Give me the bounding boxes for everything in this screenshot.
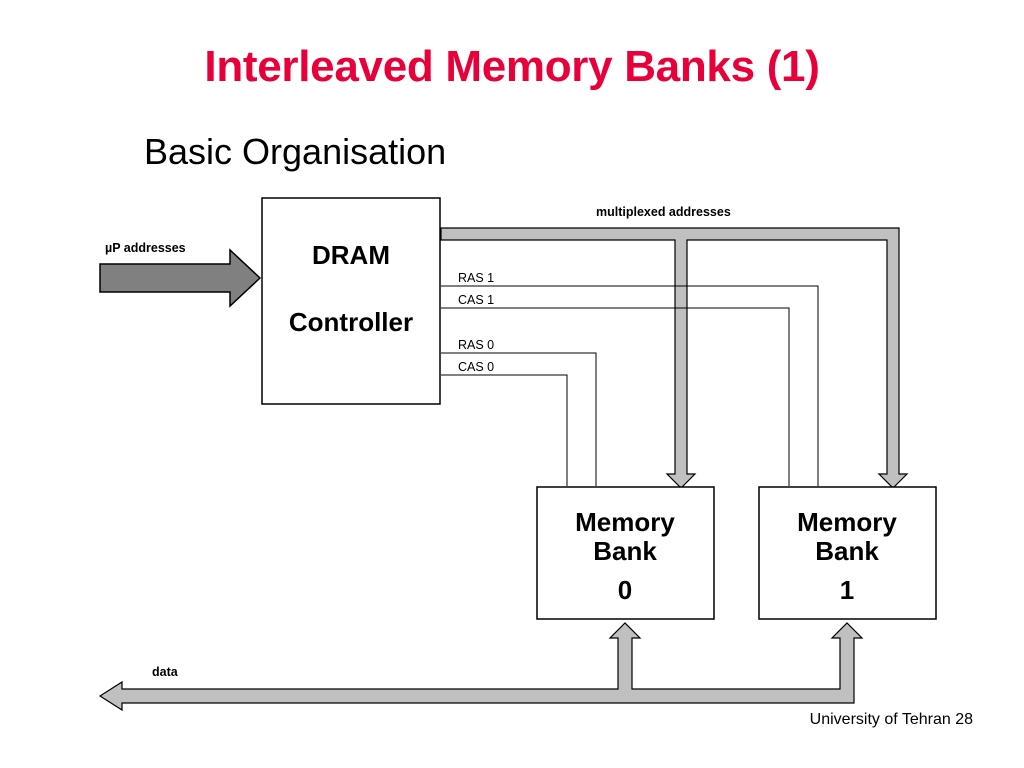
dram-controller-line2: Controller bbox=[289, 307, 413, 337]
ras0-label: RAS 0 bbox=[458, 338, 494, 352]
multiplexed-addresses-label: multiplexed addresses bbox=[596, 205, 731, 219]
cas0-line bbox=[441, 374, 568, 486]
ras1-line bbox=[441, 285, 819, 486]
multiplexed-address-bus bbox=[440, 227, 909, 489]
memory-bank-0-box bbox=[536, 486, 715, 620]
cas1-line bbox=[441, 307, 790, 486]
memory-bank-0-line1: Memory bbox=[575, 507, 675, 537]
data-label: data bbox=[152, 665, 179, 679]
memory-bank-1-line1: Memory bbox=[797, 507, 897, 537]
slide-footer: University of Tehran 28 bbox=[809, 711, 973, 728]
dram-controller-box bbox=[261, 197, 441, 405]
data-bus bbox=[98, 622, 864, 712]
cas1-label: CAS 1 bbox=[458, 293, 494, 307]
slide-subtitle: Basic Organisation bbox=[144, 131, 447, 172]
memory-bank-1-line2: Bank bbox=[815, 536, 879, 566]
memory-bank-1-box bbox=[758, 486, 937, 620]
up-addresses-arrow bbox=[99, 248, 262, 308]
cas0-label: CAS 0 bbox=[458, 360, 494, 374]
up-addresses-label: µP addresses bbox=[105, 241, 186, 255]
memory-bank-0-line2: Bank bbox=[593, 536, 657, 566]
ras1-label: RAS 1 bbox=[458, 271, 494, 285]
slide-title: Interleaved Memory Banks (1) bbox=[204, 42, 820, 91]
ras0-line bbox=[441, 352, 597, 486]
dram-controller-line1: DRAM bbox=[312, 240, 390, 270]
memory-bank-1-line3: 1 bbox=[840, 575, 854, 605]
memory-bank-0-line3: 0 bbox=[618, 575, 632, 605]
